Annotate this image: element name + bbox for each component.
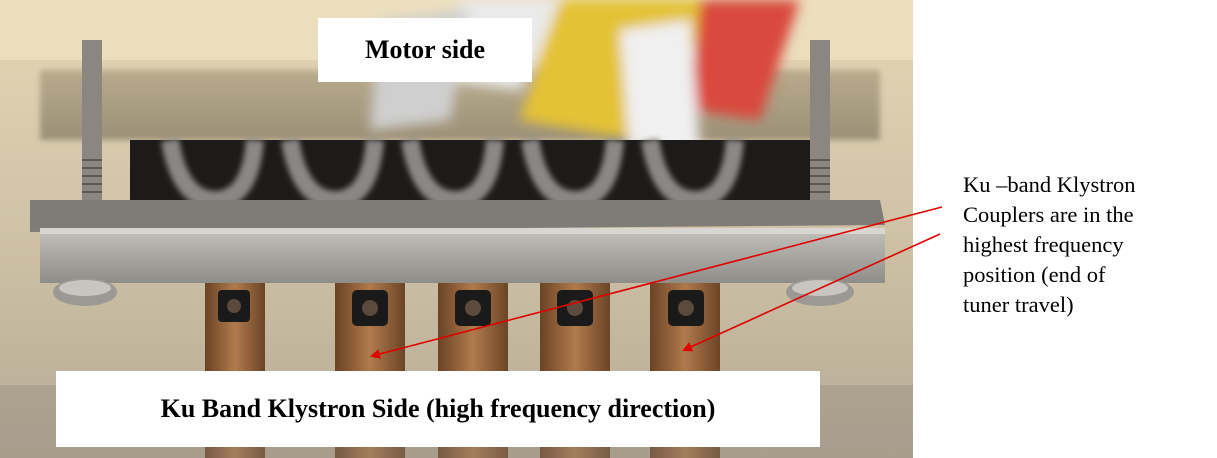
arrow-to-left-coupler: [370, 206, 943, 359]
arrow-to-right-coupler: [682, 233, 941, 352]
coupler-annotation: Ku –band Klystron Couplers are in the hi…: [963, 170, 1213, 320]
klystron-side-label: Ku Band Klystron Side (high frequency di…: [56, 371, 820, 447]
annotation-line: highest frequency: [963, 232, 1124, 257]
annotation-line: Ku –band Klystron: [963, 172, 1136, 197]
motor-side-label: Motor side: [318, 18, 532, 82]
annotation-line: position (end of: [963, 262, 1106, 287]
annotation-line: Couplers are in the: [963, 202, 1134, 227]
annotation-line: tuner travel): [963, 292, 1074, 317]
